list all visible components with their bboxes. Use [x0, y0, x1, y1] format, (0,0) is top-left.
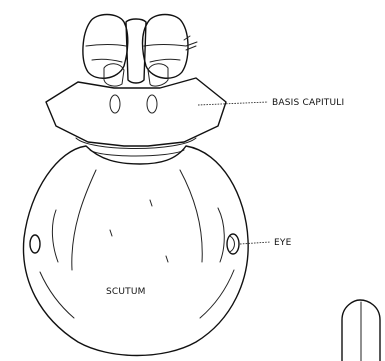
right-eye [227, 234, 239, 254]
left-eye [30, 235, 40, 253]
label-eye: EYE [274, 238, 292, 248]
label-scutum: SCUTUM [106, 287, 146, 297]
right-porose-area [147, 95, 157, 113]
basis-capituli-leader [198, 102, 268, 105]
label-basis-capituli: BASIS CAPITULI [272, 98, 344, 108]
left-palp [83, 15, 128, 79]
eye-leader [240, 242, 270, 244]
palps [83, 15, 196, 87]
basis-capituli-outline [46, 78, 226, 146]
basis-capituli [46, 78, 226, 156]
scutum-outline [23, 146, 248, 356]
left-porose-area [110, 95, 120, 113]
scutum [23, 146, 248, 356]
partial-specimen [342, 300, 380, 361]
